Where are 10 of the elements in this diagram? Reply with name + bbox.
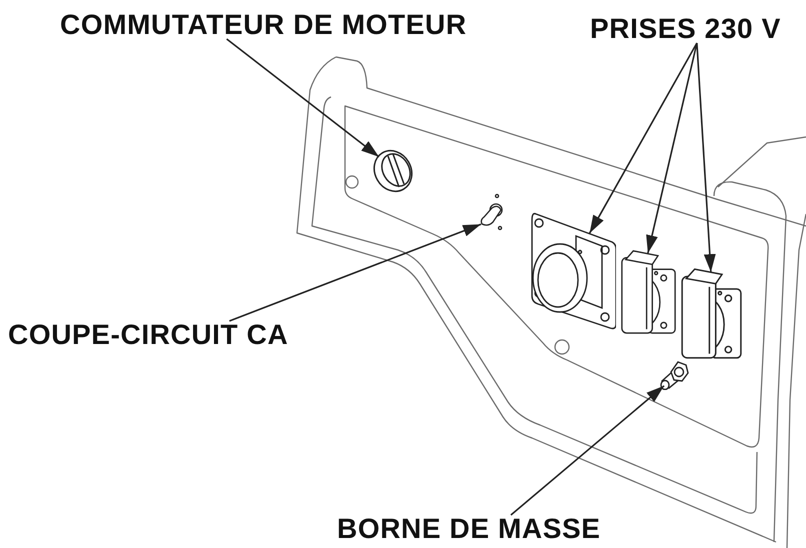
leader-line — [226, 38, 380, 158]
leader-line — [588, 42, 698, 234]
leader-line — [229, 223, 482, 322]
callout-label: BORNE DE MASSE — [337, 515, 601, 543]
leader-line — [646, 42, 698, 254]
callout-label: PRISES 230 V — [590, 15, 781, 43]
callout-label: COMMUTATEUR DE MOTEUR — [60, 11, 467, 39]
leader-line — [696, 42, 716, 272]
leader-line — [510, 385, 665, 516]
callout-label: COUPE-CIRCUIT CA — [8, 321, 288, 349]
